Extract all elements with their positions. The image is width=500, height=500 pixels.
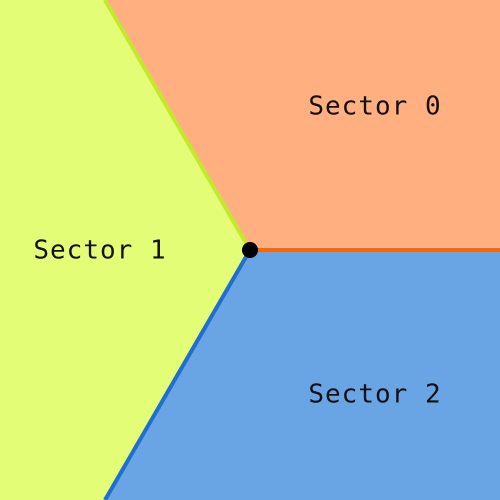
sector-2-label: Sector 2 (308, 380, 441, 410)
sector-1-label: Sector 1 (33, 236, 166, 266)
sector-2-boundary-line (103, 248, 252, 500)
center-point (242, 242, 258, 258)
sector-0-region (105, 0, 500, 250)
sector-1-boundary-line (103, 0, 252, 252)
sector-0-label: Sector 0 (308, 92, 441, 122)
sector-2-region (105, 250, 500, 500)
sector-1-region (0, 0, 250, 500)
